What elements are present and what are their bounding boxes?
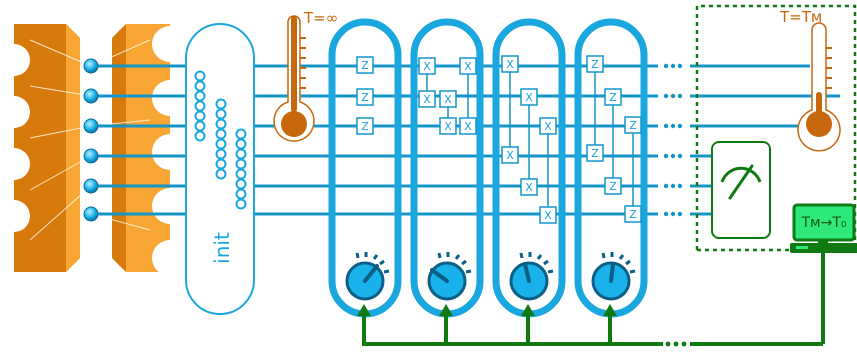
measurement-meter (711, 141, 771, 239)
gate-x: X (459, 57, 477, 75)
thermometer-hot-label: T=∞ (303, 9, 338, 27)
svg-text:X: X (423, 93, 431, 106)
svg-text:X: X (464, 120, 472, 133)
gate-z: Z (586, 55, 604, 73)
trapped-ions (83, 58, 99, 222)
ion-1 (83, 58, 99, 74)
gate-x: X (439, 117, 457, 135)
svg-text:X: X (506, 58, 514, 71)
control-knob-1[interactable] (345, 252, 390, 301)
svg-text:X: X (444, 93, 452, 106)
svg-text:Z: Z (361, 91, 369, 104)
svg-text:X: X (444, 120, 452, 133)
gate-x: X (459, 117, 477, 135)
thermometer-hot: T=∞ (273, 9, 338, 142)
svg-text:X: X (525, 181, 533, 194)
gate-z: Z (356, 117, 374, 135)
meter-icon (711, 141, 771, 239)
trap-electrode-right-notches (152, 26, 188, 276)
svg-text:Z: Z (591, 147, 599, 160)
control-knobs (345, 252, 636, 301)
qubit-line-ellipsis (663, 63, 683, 217)
monitor-base (790, 243, 857, 253)
feedback-wiring (357, 253, 825, 347)
svg-text:Z: Z (361, 120, 369, 133)
svg-text:X: X (464, 60, 472, 73)
feedback-monitor: Tм→T₀ (790, 203, 857, 253)
trap-electrode-left-notches (0, 44, 30, 232)
thermometer-cold: T=Tм (779, 8, 841, 152)
svg-text:X: X (544, 120, 552, 133)
gate-z: Z (356, 88, 374, 106)
gate-z: Z (604, 88, 622, 106)
trap-electrode-right-face (112, 24, 126, 272)
ion-2 (83, 88, 99, 104)
control-knob-2[interactable] (427, 252, 472, 301)
monitor-label: Tм→T₀ (800, 215, 846, 231)
gate-x: X (501, 55, 519, 73)
gate-z: Z (586, 144, 604, 162)
gate-connectors (426, 64, 634, 215)
gates: Z Z Z X X X X X X X X X X X X Z Z Z Z Z … (356, 55, 642, 224)
gate-z: Z (604, 177, 622, 195)
ion-trap (0, 24, 188, 276)
init-chain-links (194, 70, 247, 210)
gate-x: X (439, 90, 457, 108)
init-block: init (185, 23, 255, 315)
control-knob-4[interactable] (591, 252, 636, 301)
gate-x: X (520, 178, 538, 196)
ion-3 (83, 118, 99, 134)
trap-field-lines (29, 39, 151, 241)
svg-text:X: X (544, 209, 552, 222)
gate-x: X (539, 206, 557, 224)
gate-x: X (501, 146, 519, 164)
svg-text:X: X (423, 60, 431, 73)
svg-text:X: X (525, 91, 533, 104)
control-knob-3[interactable] (509, 252, 554, 301)
gate-z: Z (624, 116, 642, 134)
init-label: init (210, 232, 234, 264)
gate-x: X (539, 117, 557, 135)
gate-x: X (520, 88, 538, 106)
svg-text:Z: Z (591, 58, 599, 71)
thermometer-cold-label: T=Tм (779, 8, 822, 26)
ion-4 (83, 148, 99, 164)
svg-text:Z: Z (609, 180, 617, 193)
gate-z: Z (624, 205, 642, 223)
svg-text:Z: Z (629, 119, 637, 132)
ion-5 (83, 178, 99, 194)
gate-x: X (418, 57, 436, 75)
gate-x: X (418, 90, 436, 108)
ion-6 (83, 206, 99, 222)
svg-text:Z: Z (609, 91, 617, 104)
svg-text:X: X (506, 149, 514, 162)
svg-text:Z: Z (629, 208, 637, 221)
svg-text:Z: Z (361, 59, 369, 72)
trap-electrode-left-face (66, 24, 80, 272)
gate-z: Z (356, 56, 374, 74)
